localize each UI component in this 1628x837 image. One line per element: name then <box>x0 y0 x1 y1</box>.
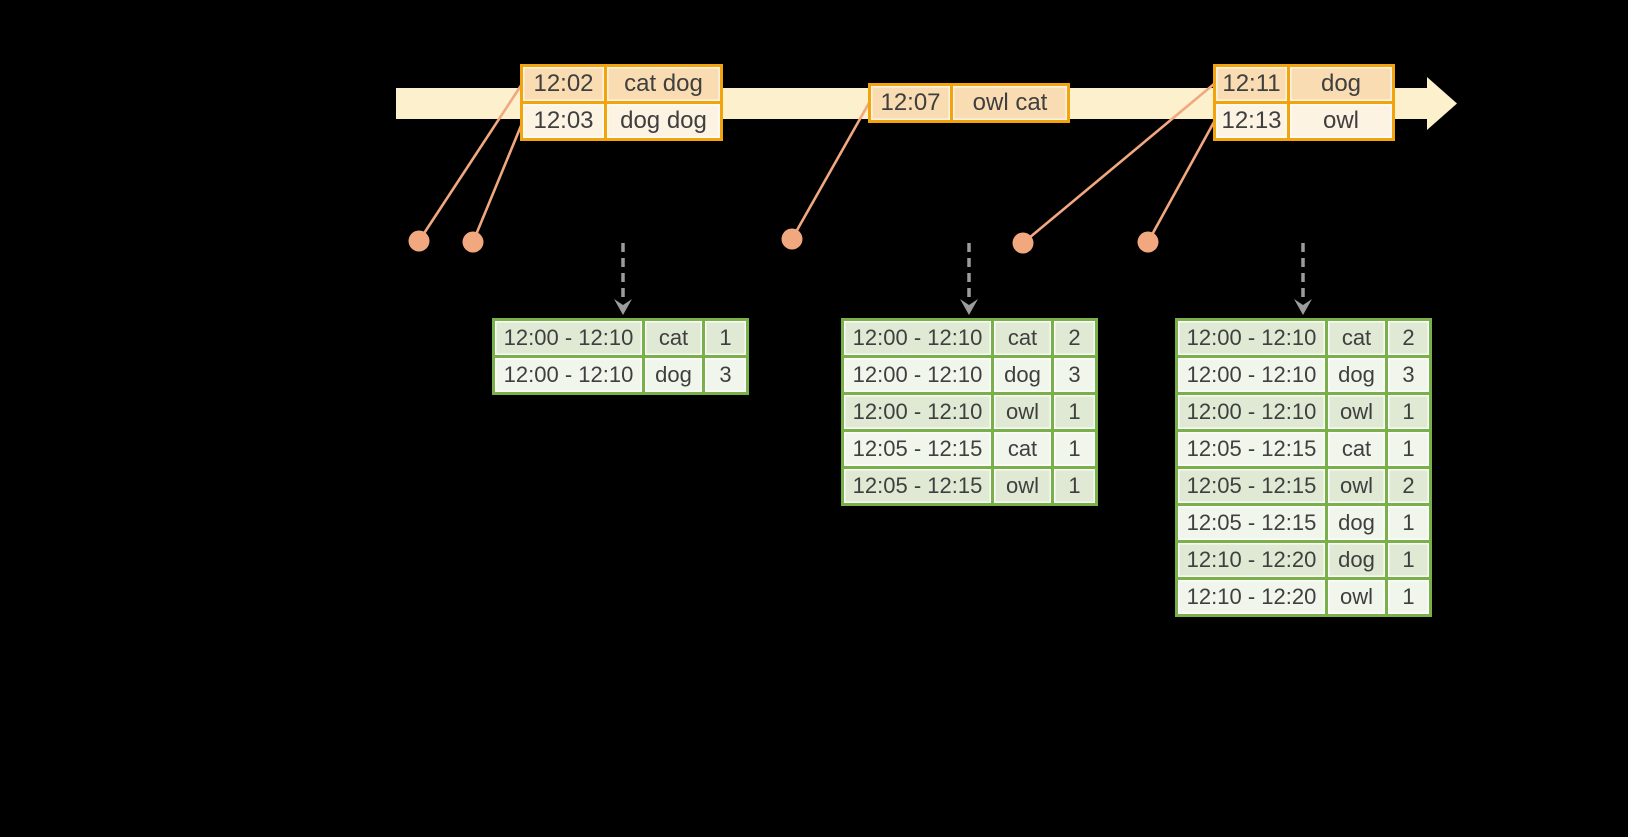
window-range: 12:10 - 12:20 <box>1178 543 1325 577</box>
count: 1 <box>1054 469 1095 503</box>
event-time: 12:03 <box>523 104 604 138</box>
word: dog <box>994 358 1051 392</box>
count: 1 <box>1388 395 1429 429</box>
event-time: 12:11 <box>1216 67 1287 101</box>
word: dog <box>1328 543 1385 577</box>
count: 3 <box>1388 358 1429 392</box>
count: 1 <box>1054 395 1095 429</box>
window-range: 12:00 - 12:10 <box>844 321 991 355</box>
event-table-1211: 12:11 dog 12:13 owl <box>1213 64 1395 141</box>
event-dot <box>462 231 484 253</box>
count: 1 <box>1388 506 1429 540</box>
count: 3 <box>705 358 746 392</box>
event-dot <box>1012 232 1034 254</box>
window-range: 12:00 - 12:10 <box>844 395 991 429</box>
count: 1 <box>1054 432 1095 466</box>
result-table-3: 12:00 - 12:10 cat 2 12:00 - 12:10 dog 3 … <box>1175 318 1432 617</box>
count: 1 <box>1388 580 1429 614</box>
trigger-arrowhead-icon <box>614 299 632 315</box>
window-range: 12:05 - 12:15 <box>1178 506 1325 540</box>
count: 2 <box>1054 321 1095 355</box>
word: dog <box>1328 358 1385 392</box>
word: dog <box>1328 506 1385 540</box>
event-connector-line <box>471 120 525 243</box>
word: cat <box>1328 432 1385 466</box>
window-range: 12:00 - 12:10 <box>1178 321 1325 355</box>
word: owl <box>1328 469 1385 503</box>
word: dog <box>645 358 702 392</box>
word: owl <box>1328 580 1385 614</box>
word: cat <box>994 321 1051 355</box>
result-table-1: 12:00 - 12:10 cat 1 12:00 - 12:10 dog 3 <box>492 318 749 395</box>
event-words: dog <box>1290 67 1392 101</box>
word: cat <box>645 321 702 355</box>
result-table-2: 12:00 - 12:10 cat 2 12:00 - 12:10 dog 3 … <box>841 318 1098 506</box>
event-time: 12:02 <box>523 67 604 101</box>
word: cat <box>994 432 1051 466</box>
word: cat <box>1328 321 1385 355</box>
word: owl <box>994 469 1051 503</box>
trigger-arrowhead-icon <box>1294 299 1312 315</box>
event-dot <box>781 228 803 250</box>
trigger-arrowhead-icon <box>960 299 978 315</box>
window-range: 12:05 - 12:15 <box>844 469 991 503</box>
window-range: 12:05 - 12:15 <box>1178 432 1325 466</box>
timeline-arrowhead-icon <box>1427 77 1457 130</box>
count: 2 <box>1388 321 1429 355</box>
event-connector-line <box>790 102 871 240</box>
event-connector-line <box>1022 83 1215 244</box>
event-connector-line <box>1146 121 1216 243</box>
word: owl <box>994 395 1051 429</box>
window-range: 12:00 - 12:10 <box>844 358 991 392</box>
window-range: 12:00 - 12:10 <box>1178 358 1325 392</box>
count: 1 <box>1388 543 1429 577</box>
window-range: 12:05 - 12:15 <box>1178 469 1325 503</box>
event-dot <box>408 230 430 252</box>
word: owl <box>1328 395 1385 429</box>
count: 1 <box>1388 432 1429 466</box>
event-connector-line <box>417 83 524 242</box>
event-words: owl cat <box>953 86 1067 120</box>
event-time: 12:07 <box>871 86 950 120</box>
window-range: 12:00 - 12:10 <box>495 321 642 355</box>
window-range: 12:00 - 12:10 <box>1178 395 1325 429</box>
event-table-1207: 12:07 owl cat <box>868 83 1070 123</box>
event-dot <box>1137 231 1159 253</box>
window-range: 12:00 - 12:10 <box>495 358 642 392</box>
event-words: cat dog <box>607 67 720 101</box>
event-words: owl <box>1290 104 1392 138</box>
event-words: dog dog <box>607 104 720 138</box>
window-range: 12:10 - 12:20 <box>1178 580 1325 614</box>
count: 3 <box>1054 358 1095 392</box>
window-range: 12:05 - 12:15 <box>844 432 991 466</box>
event-time: 12:13 <box>1216 104 1287 138</box>
count: 1 <box>705 321 746 355</box>
event-table-1202: 12:02 cat dog 12:03 dog dog <box>520 64 723 141</box>
count: 2 <box>1388 469 1429 503</box>
